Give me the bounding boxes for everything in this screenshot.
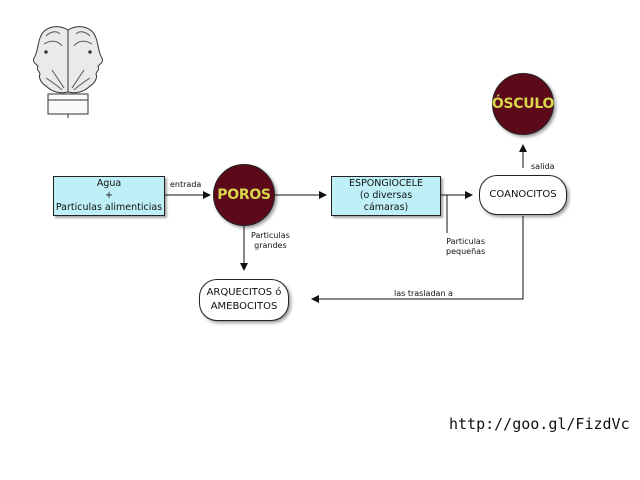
edge-label-entrada: entrada — [170, 180, 202, 189]
arquecitos-line1: ARQUECITOS ó — [206, 287, 282, 298]
agua-line3: Particulas alimenticias — [55, 202, 163, 213]
agua-line2: + — [105, 190, 113, 201]
poros-label: POROS — [217, 187, 271, 203]
edge-label-particulas-grandes: Particulas grandes — [251, 231, 290, 251]
arquecitos-line2: AMEBOCITOS — [210, 301, 278, 312]
footer-url[interactable]: http://goo.gl/FizdVc — [449, 415, 630, 433]
agua-line1: Agua — [96, 178, 122, 189]
espongiocele-line2: (o diversas — [359, 190, 413, 201]
node-espongiocele: ESPONGIOCELE (o diversas cámaras) — [331, 176, 441, 216]
particulas-grandes-line1: Particulas — [251, 231, 290, 240]
osculo-label: ÓSCULO — [491, 96, 555, 112]
edge-label-salida: salida — [531, 162, 555, 171]
espongiocele-line1: ESPONGIOCELE — [349, 178, 423, 189]
node-osculo: ÓSCULO — [492, 73, 554, 135]
particulas-pequenas-line1: Particulas — [446, 237, 485, 246]
espongiocele-line3: cámaras) — [363, 202, 409, 213]
edge-coanocitos-arquecitos — [311, 216, 524, 303]
particulas-pequenas-line2: pequeñas — [446, 247, 486, 256]
node-poros: POROS — [213, 164, 275, 226]
coanocitos-label: COANOCITOS — [489, 189, 557, 200]
node-coanocitos: COANOCITOS — [479, 175, 567, 215]
node-arquecitos: ARQUECITOS ó AMEBOCITOS — [199, 279, 289, 321]
edge-label-particulas-pequenas: Particulas pequeñas — [446, 237, 485, 257]
edge-label-trasladan: las trasladan a — [394, 289, 453, 298]
node-agua: Agua + Particulas alimenticias — [53, 176, 165, 216]
particulas-grandes-line2: grandes — [254, 241, 287, 250]
